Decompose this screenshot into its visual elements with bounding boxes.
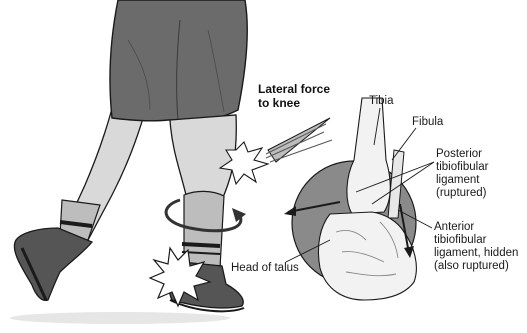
shorts	[110, 0, 247, 121]
label-head-of-talus: Head of talus	[231, 262, 299, 275]
label-fibula: Fibula	[412, 116, 443, 129]
label-lateral-force: Lateral force to knee	[258, 82, 330, 110]
label-posterior-ligament: Posterior tibiofibular ligament (rupture…	[436, 148, 488, 200]
ankle-inset	[284, 98, 416, 300]
tibia-bone	[347, 98, 390, 214]
back-shoe	[14, 228, 92, 300]
ground-shadow	[10, 312, 230, 324]
label-tibia: Tibia	[369, 95, 394, 108]
lateral-force-arrow	[266, 118, 332, 162]
front-leg	[170, 115, 236, 268]
label-anterior-ligament: Anterior tibiofibular ligament, hidden (…	[434, 221, 518, 273]
